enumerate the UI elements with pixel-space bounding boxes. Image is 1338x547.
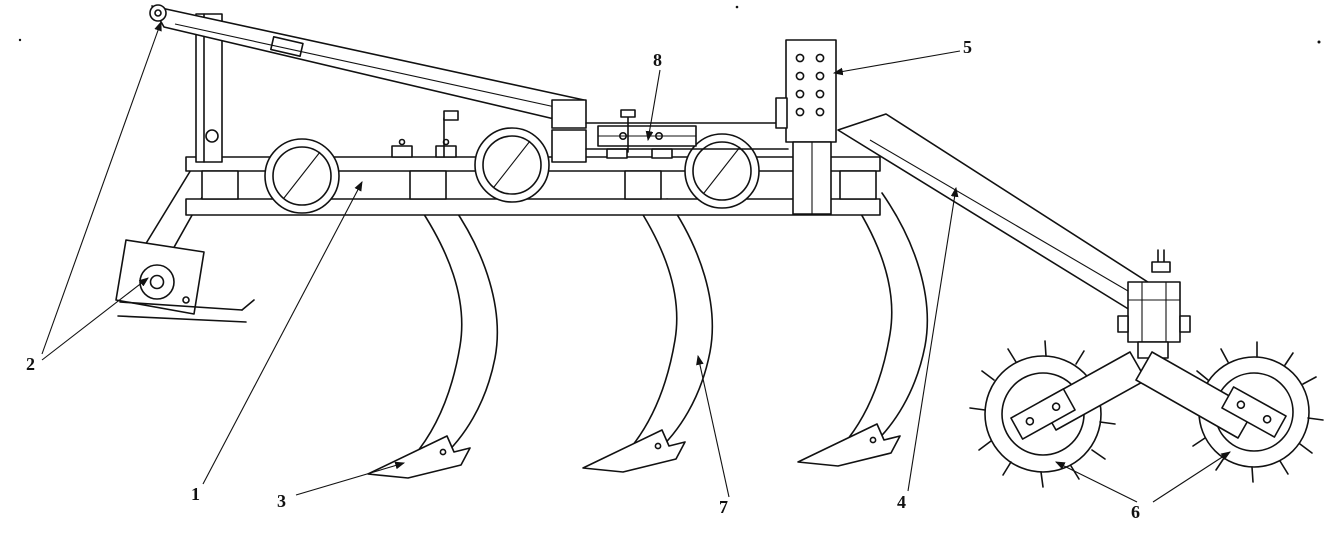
coil-spring-middle	[474, 127, 550, 203]
leader-2a	[41, 20, 162, 355]
adjustment-plate	[775, 39, 837, 215]
hub-plate-right	[1221, 386, 1287, 438]
callout-label-6: 6	[1131, 502, 1140, 522]
leader-6a	[1055, 461, 1138, 503]
leader-4	[907, 186, 959, 492]
leader-lines	[41, 20, 1231, 503]
callout-label-2: 2	[26, 354, 35, 374]
speckles	[18, 5, 1321, 44]
leader-2b	[41, 277, 149, 361]
roller-v-frame	[1010, 351, 1287, 440]
lift-arm-eye	[149, 4, 167, 22]
leader-5	[832, 50, 961, 76]
shank-rear	[797, 192, 929, 467]
callout-label-7: 7	[719, 497, 728, 517]
roller-arm	[837, 113, 1155, 311]
callout-label-1: 1	[191, 484, 200, 504]
roller-bracket	[1117, 249, 1191, 359]
coil-spring-rear	[684, 133, 760, 209]
clamp-assembly	[597, 109, 697, 153]
leader-8	[645, 69, 661, 142]
callout-label-5: 5	[963, 37, 972, 57]
top-link-bars	[585, 122, 789, 150]
callout-label-8: 8	[653, 50, 662, 70]
lift-arm	[149, 4, 585, 127]
shank-middle	[582, 198, 714, 473]
leader-6b	[1152, 451, 1231, 503]
callout-label-4: 4	[897, 492, 906, 512]
hub-plate-left	[1010, 388, 1076, 440]
hitch-pivot-eye	[139, 264, 175, 300]
shank-front	[367, 204, 499, 479]
leader-1	[202, 181, 363, 485]
arm-end-link	[551, 99, 587, 163]
leader-3	[295, 461, 406, 496]
callout-label-3: 3	[277, 491, 286, 511]
leader-7	[696, 354, 730, 498]
coil-spring-front	[264, 138, 340, 214]
